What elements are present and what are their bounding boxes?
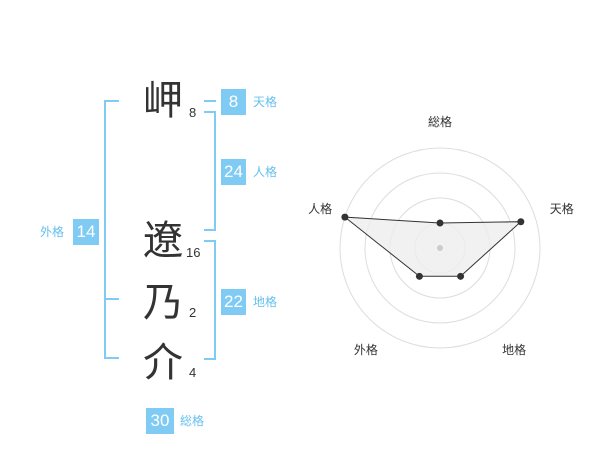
radar-axis-label-jinkaku: 人格	[308, 201, 332, 216]
radar-data-polygon	[343, 216, 523, 277]
stroke-count-1: 8	[189, 105, 197, 120]
gaikaku-bracket-bottom	[104, 357, 119, 359]
chikaku-value: 22	[221, 289, 246, 315]
gaikaku-label: 外格	[40, 225, 65, 239]
radar-ring	[339, 147, 541, 349]
gaikaku-bracket-top	[104, 100, 119, 102]
stroke-count-3: 2	[189, 305, 197, 320]
radar-axis-label-gaikaku: 外格	[354, 342, 378, 357]
stroke-count-2: 16	[186, 245, 201, 260]
jinkaku-bracket-top	[204, 111, 216, 113]
gaikaku-value: 14	[73, 219, 99, 245]
gaikaku-bracket	[104, 100, 106, 359]
name-char-1: 岬	[143, 78, 183, 124]
radar-point-4	[341, 213, 349, 221]
radar-point-1	[517, 218, 525, 226]
name-char-4: 介	[143, 340, 183, 386]
soukaku-value: 30	[146, 408, 174, 434]
radar-point-2	[457, 272, 465, 280]
radar-point-0	[436, 219, 444, 227]
name-char-3: 乃	[143, 280, 183, 326]
jinkaku-label: 人格	[253, 165, 278, 179]
jinkaku-value: 24	[221, 159, 246, 185]
radar-points	[341, 213, 525, 280]
chikaku-bracket-top	[204, 240, 216, 242]
chikaku-label: 地格	[253, 295, 278, 309]
radar-axis-label-chikaku: 地格	[502, 342, 526, 357]
chikaku-bracket-bottom	[204, 358, 216, 360]
jinkaku-bracket-bottom	[204, 229, 216, 231]
radar-axis-label-soukaku: 総格	[428, 114, 452, 129]
name-char-2: 遼	[143, 218, 183, 264]
radar-point-3	[415, 272, 423, 280]
gaikaku-bracket-mid	[104, 298, 119, 300]
radar-center-dot	[437, 245, 443, 251]
tenkaku-value: 8	[221, 89, 246, 115]
radar-ring	[364, 172, 516, 324]
radar-axis-label-tenkaku: 天格	[550, 201, 574, 216]
stroke-count-4: 4	[189, 365, 197, 380]
tenkaku-label: 天格	[253, 95, 278, 109]
tenkaku-connector	[204, 100, 216, 102]
soukaku-label: 総格	[180, 414, 205, 428]
chikaku-bracket	[214, 240, 216, 360]
jinkaku-bracket	[214, 111, 216, 231]
